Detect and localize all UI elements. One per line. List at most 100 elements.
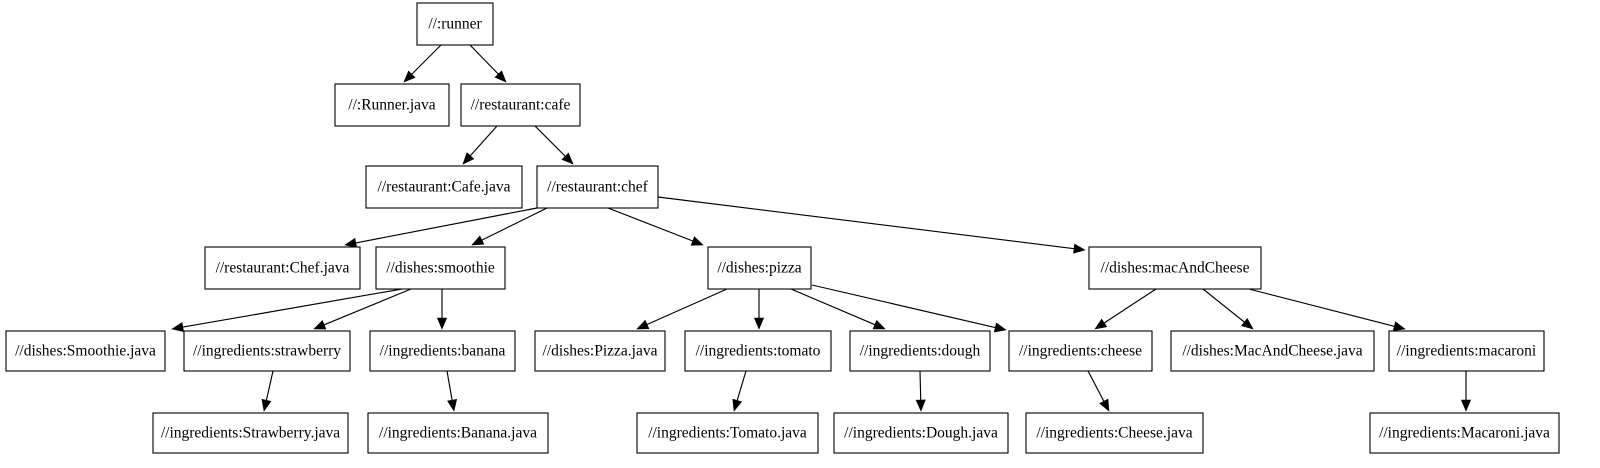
edge-arrowhead bbox=[447, 398, 458, 412]
graph-edge bbox=[1087, 370, 1110, 412]
edge-arrowhead bbox=[261, 398, 272, 412]
graph-edge bbox=[462, 125, 498, 165]
node-label: //ingredients:Banana.java bbox=[379, 425, 537, 442]
node-box[interactable] bbox=[367, 412, 549, 454]
edge-arrowhead bbox=[872, 319, 886, 330]
graph-node-dishes_smoothie_java[interactable]: //dishes:Smoothie.java bbox=[5, 330, 166, 372]
node-box[interactable] bbox=[684, 330, 832, 372]
graph-node-ing_dough_java[interactable]: //ingredients:Dough.java bbox=[833, 412, 1009, 454]
edge-arrowhead bbox=[436, 317, 448, 330]
graph-node-dishes_macandcheese[interactable]: //dishes:macAndCheese bbox=[1088, 246, 1262, 290]
node-box[interactable] bbox=[636, 412, 819, 454]
graph-node-dishes_pizza_java[interactable]: //dishes:Pizza.java bbox=[534, 330, 666, 372]
graph-edge bbox=[607, 207, 704, 246]
node-box[interactable] bbox=[334, 83, 450, 127]
graph-edge bbox=[753, 289, 765, 330]
edge-arrowhead bbox=[915, 399, 926, 412]
edge-arrowhead bbox=[1392, 321, 1406, 332]
edge-arrowhead bbox=[1099, 398, 1110, 412]
graph-node-restaurant_chef[interactable]: //restaurant:chef bbox=[536, 165, 659, 209]
graph-node-runner[interactable]: //:runner bbox=[416, 2, 494, 46]
graph-node-ing_strawberry_java[interactable]: //ingredients:Strawberry.java bbox=[152, 412, 349, 454]
graph-node-ing_macaroni[interactable]: //ingredients:macaroni bbox=[1388, 330, 1545, 372]
graph-edge bbox=[403, 44, 442, 83]
graph-edge bbox=[915, 370, 926, 412]
graph-edge bbox=[1460, 371, 1472, 412]
graph-node-restaurant_cafe_java[interactable]: //restaurant:Cafe.java bbox=[365, 165, 523, 209]
graph-edge bbox=[313, 288, 412, 330]
edge-arrowhead bbox=[403, 70, 416, 83]
node-label: //dishes:smoothie bbox=[386, 260, 495, 277]
edge-arrowhead bbox=[636, 319, 650, 330]
edge-arrowhead bbox=[471, 235, 485, 246]
edge-arrowhead bbox=[494, 70, 507, 83]
node-box[interactable] bbox=[1388, 330, 1545, 372]
node-label: //ingredients:Cheese.java bbox=[1036, 425, 1192, 442]
node-label: //:Runner.java bbox=[348, 97, 436, 114]
node-label: //restaurant:Cafe.java bbox=[378, 179, 511, 196]
node-box[interactable] bbox=[849, 330, 991, 372]
node-label: //ingredients:macaroni bbox=[1397, 343, 1537, 360]
node-label: //ingredients:Macaroni.java bbox=[1379, 425, 1550, 442]
node-box[interactable] bbox=[1008, 330, 1153, 372]
node-label: //restaurant:chef bbox=[547, 179, 649, 196]
graph-edge bbox=[436, 289, 448, 330]
graph-edge bbox=[171, 288, 403, 333]
graph-node-ing_cheese_java[interactable]: //ingredients:Cheese.java bbox=[1025, 412, 1204, 454]
node-box[interactable] bbox=[416, 2, 494, 46]
node-box[interactable] bbox=[707, 246, 812, 290]
edge-arrowhead bbox=[1073, 243, 1086, 254]
graph-node-restaurant_cafe[interactable]: //restaurant:cafe bbox=[460, 83, 581, 127]
graph-node-ing_tomato[interactable]: //ingredients:tomato bbox=[684, 330, 832, 372]
node-box[interactable] bbox=[375, 246, 506, 290]
graph-edge bbox=[471, 207, 548, 246]
node-label: //dishes:Pizza.java bbox=[543, 343, 658, 360]
graph-node-ing_strawberry[interactable]: //ingredients:strawberry bbox=[183, 330, 351, 372]
edge-arrowhead bbox=[344, 237, 358, 248]
node-label: //dishes:Smoothie.java bbox=[15, 343, 156, 360]
graph-edge bbox=[732, 370, 747, 412]
graph-node-dishes_mac_java[interactable]: //dishes:MacAndCheese.java bbox=[1170, 330, 1375, 372]
node-label: //ingredients:Tomato.java bbox=[648, 425, 807, 442]
node-box[interactable] bbox=[1170, 330, 1375, 372]
graph-node-runner_java[interactable]: //:Runner.java bbox=[334, 83, 450, 127]
graph-node-ing_tomato_java[interactable]: //ingredients:Tomato.java bbox=[636, 412, 819, 454]
node-box[interactable] bbox=[1088, 246, 1262, 290]
node-box[interactable] bbox=[833, 412, 1009, 454]
graph-edge bbox=[790, 288, 886, 330]
graph-node-ing_dough[interactable]: //ingredients:dough bbox=[849, 330, 991, 372]
graph-edge bbox=[636, 288, 728, 330]
graph-node-restaurant_chef_java[interactable]: //restaurant:Chef.java bbox=[204, 246, 361, 290]
graph-node-ing_macaroni_java[interactable]: //ingredients:Macaroni.java bbox=[1369, 412, 1560, 454]
node-box[interactable] bbox=[369, 330, 516, 372]
node-label: //ingredients:cheese bbox=[1019, 343, 1142, 360]
node-box[interactable] bbox=[183, 330, 351, 372]
graph-edge bbox=[1202, 288, 1254, 330]
graph-edge bbox=[657, 196, 1086, 254]
node-box[interactable] bbox=[1369, 412, 1560, 454]
node-box[interactable] bbox=[536, 165, 659, 209]
node-box[interactable] bbox=[204, 246, 361, 290]
graph-node-ing_banana[interactable]: //ingredients:banana bbox=[369, 330, 516, 372]
graph-edge bbox=[469, 44, 507, 83]
graph-node-dishes_smoothie[interactable]: //dishes:smoothie bbox=[375, 246, 506, 290]
node-box[interactable] bbox=[460, 83, 581, 127]
node-label: //ingredients:strawberry bbox=[193, 343, 341, 360]
edge-arrowhead bbox=[462, 152, 475, 165]
node-box[interactable] bbox=[534, 330, 666, 372]
node-box[interactable] bbox=[365, 165, 523, 209]
edge-arrowhead bbox=[1460, 399, 1472, 412]
edge-arrowhead bbox=[753, 317, 765, 330]
graph-node-dishes_pizza[interactable]: //dishes:pizza bbox=[707, 246, 812, 290]
node-label: //ingredients:Dough.java bbox=[844, 425, 998, 442]
graph-edge bbox=[1094, 288, 1157, 330]
node-box[interactable] bbox=[152, 412, 349, 454]
edge-arrowhead bbox=[732, 398, 743, 412]
graph-edge bbox=[446, 370, 458, 412]
node-box[interactable] bbox=[1025, 412, 1204, 454]
graph-node-ing_banana_java[interactable]: //ingredients:Banana.java bbox=[367, 412, 549, 454]
node-box[interactable] bbox=[5, 330, 166, 372]
graph-node-ing_cheese[interactable]: //ingredients:cheese bbox=[1008, 330, 1153, 372]
node-label: //ingredients:banana bbox=[380, 343, 506, 360]
